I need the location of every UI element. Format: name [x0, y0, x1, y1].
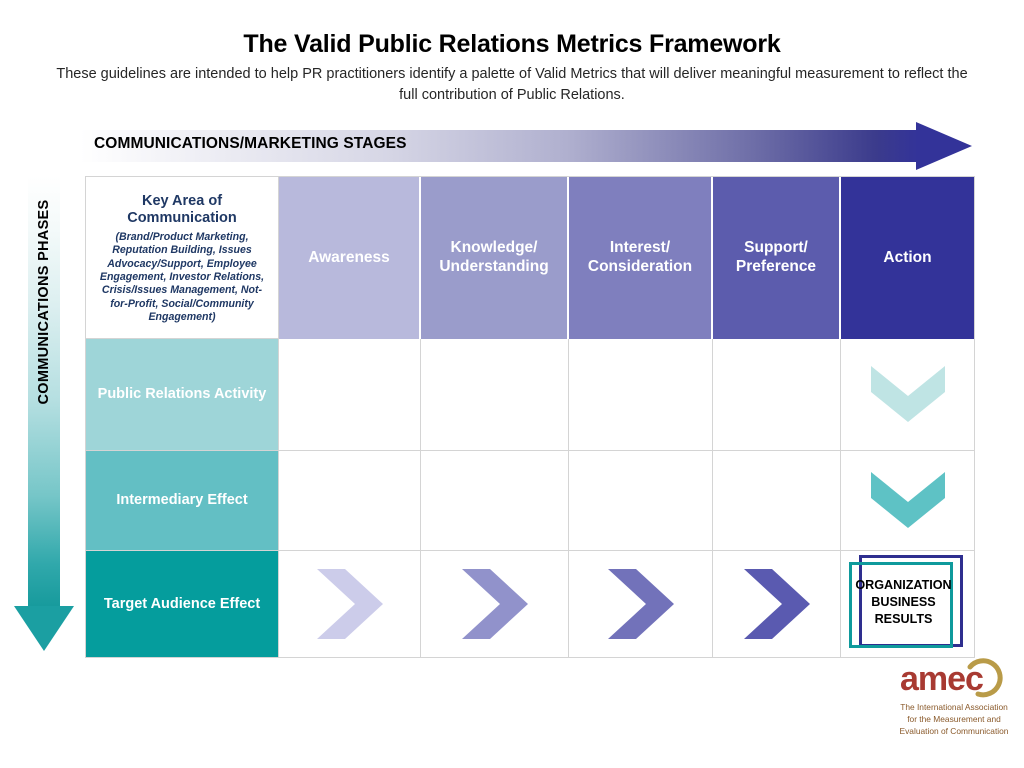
- cell-target-knowledge[interactable]: [421, 551, 569, 657]
- vertical-arrow-head-icon: [14, 606, 74, 651]
- down-chevron-icon-1: [870, 364, 945, 426]
- results-text: ORGANIZATION BUSINESS RESULTS: [845, 577, 963, 628]
- grid-row-intermediary-effect: Intermediary Effect: [86, 451, 974, 551]
- horizontal-arrow-body: [80, 130, 918, 162]
- cell-intermediary-knowledge[interactable]: [421, 451, 569, 551]
- cell-intermediary-awareness[interactable]: [279, 451, 421, 551]
- key-area-cell: Key Area of Communication (Brand/Product…: [86, 177, 279, 339]
- cell-target-awareness[interactable]: [279, 551, 421, 657]
- horizontal-stages-arrow: COMMUNICATIONS/MARKETING STAGES: [80, 122, 972, 170]
- results-inner-border: [848, 562, 953, 648]
- right-chevron-icon-3: [604, 569, 678, 639]
- right-chevron-icon-4: [740, 569, 814, 639]
- column-header-action[interactable]: Action: [841, 177, 974, 339]
- cell-pr-activity-support[interactable]: [713, 339, 841, 451]
- key-area-detail: (Brand/Product Marketing, Reputation Bui…: [99, 230, 265, 324]
- vertical-arrow-body: [28, 176, 60, 608]
- cell-target-interest[interactable]: [569, 551, 713, 657]
- organization-business-results-box: ORGANIZATION BUSINESS RESULTS: [848, 555, 967, 653]
- cell-pr-activity-action[interactable]: [841, 339, 974, 451]
- row-label-target-audience-effect[interactable]: Target Audience Effect: [86, 551, 279, 657]
- page-title: The Valid Public Relations Metrics Frame…: [243, 30, 781, 58]
- results-line-3: RESULTS: [874, 611, 933, 626]
- horizontal-arrow-head-icon: [916, 122, 972, 170]
- column-header-awareness[interactable]: Awareness: [279, 177, 421, 339]
- cell-intermediary-interest[interactable]: [569, 451, 713, 551]
- amec-logo: amec The International Association for t…: [898, 658, 1010, 764]
- grid-header-row: Key Area of Communication (Brand/Product…: [86, 177, 974, 339]
- cell-target-support[interactable]: [713, 551, 841, 657]
- page-subtitle: These guidelines are intended to help PR…: [56, 66, 968, 103]
- row-label-public-relations-activity[interactable]: Public Relations Activity: [86, 339, 279, 451]
- cell-intermediary-support[interactable]: [713, 451, 841, 551]
- vertical-axis-label: COMMUNICATIONS PHASES: [36, 199, 52, 405]
- horizontal-axis-label: COMMUNICATIONS/MARKETING STAGES: [94, 135, 407, 152]
- grid-row-target-audience-effect: Target Audience Effect: [86, 551, 974, 657]
- framework-grid: Key Area of Communication (Brand/Product…: [85, 176, 975, 658]
- results-line-2: BUSINESS: [871, 594, 936, 609]
- right-chevron-icon-1: [313, 569, 387, 639]
- down-chevron-icon-2: [870, 470, 945, 532]
- right-chevron-icon-2: [458, 569, 532, 639]
- vertical-phases-arrow: COMMUNICATIONS PHASES: [14, 176, 74, 651]
- grid-row-pr-activity: Public Relations Activity: [86, 339, 974, 451]
- amec-logo-mark: amec: [898, 658, 1010, 700]
- cell-pr-activity-knowledge[interactable]: [421, 339, 569, 451]
- cell-pr-activity-awareness[interactable]: [279, 339, 421, 451]
- amec-arc-icon: [967, 658, 1003, 698]
- column-header-interest-consideration[interactable]: Interest/ Consideration: [569, 177, 713, 339]
- row-label-intermediary-effect[interactable]: Intermediary Effect: [86, 451, 279, 551]
- cell-intermediary-action[interactable]: [841, 451, 974, 551]
- column-header-support-preference[interactable]: Support/ Preference: [713, 177, 841, 339]
- results-line-1: ORGANIZATION: [855, 578, 952, 592]
- key-area-title: Key Area of Communication: [127, 192, 237, 227]
- amec-tagline: The International Association for the Me…: [899, 702, 1009, 736]
- column-header-knowledge-understanding[interactable]: Knowledge/ Understanding: [421, 177, 569, 339]
- cell-pr-activity-interest[interactable]: [569, 339, 713, 451]
- cell-target-action[interactable]: ORGANIZATION BUSINESS RESULTS: [841, 551, 974, 657]
